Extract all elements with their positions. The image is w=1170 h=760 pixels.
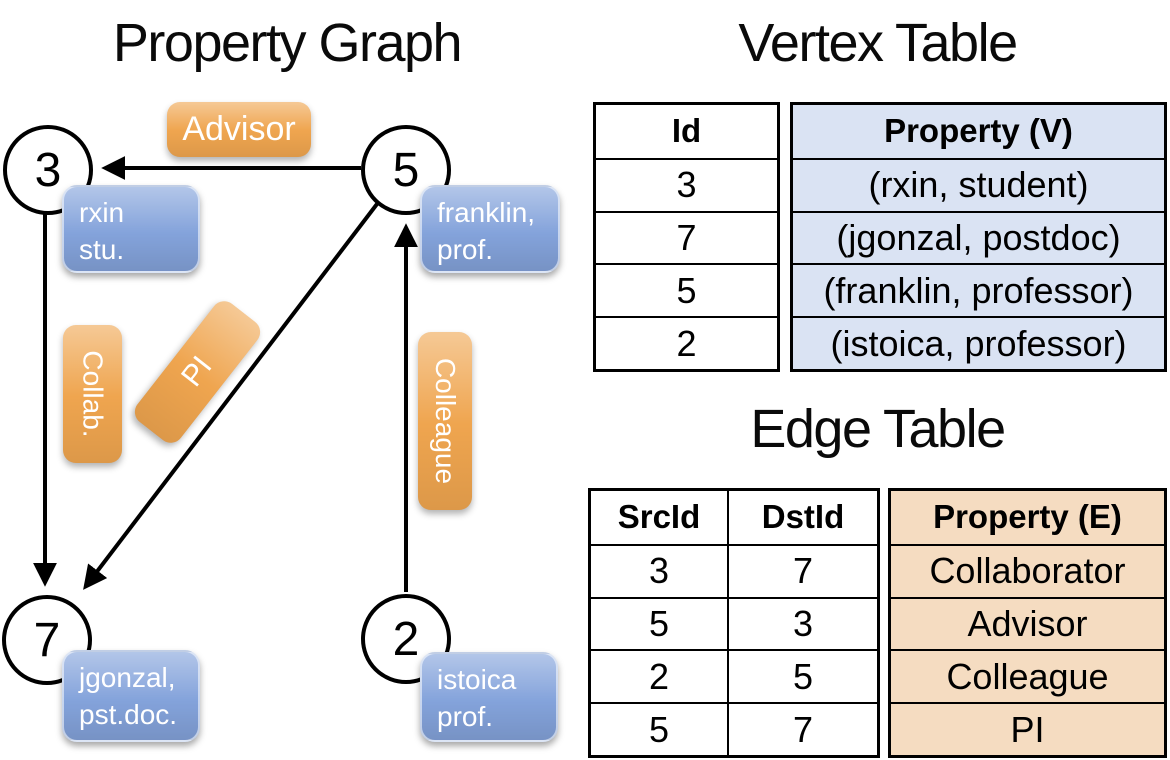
node-id-label: 5 [392, 143, 420, 197]
edge-table-title: Edge Table [750, 399, 1006, 459]
edge-table: SrcId DstId 3 7 5 3 2 5 5 7 Property (E)… [588, 488, 1167, 758]
table-cell: 3 [596, 157, 777, 211]
table-cell: Collaborator [891, 543, 1164, 597]
vertex-label-line: franklin, [437, 197, 536, 228]
edge-table-id-columns: SrcId DstId 3 7 5 3 2 5 5 7 [588, 488, 880, 758]
vertex-label-franklin: franklin, prof. [420, 185, 560, 273]
edge-label-text: PI [175, 350, 219, 394]
table-cell: 2 [591, 649, 727, 702]
vertex-table-header-property: Property (V) [884, 112, 1073, 150]
vertex-label-istoica: istoica prof. [420, 652, 558, 742]
table-cell: 5 [596, 263, 777, 316]
edge-label-collab: Collab. [63, 325, 122, 463]
edge-table-header-src: SrcId [617, 498, 701, 536]
table-cell: 7 [596, 210, 777, 264]
edge-table-header-property: Property (E) [933, 498, 1122, 536]
graph-node-5: 5 [361, 125, 451, 215]
table-cell: 5 [727, 649, 877, 703]
table-cell: 7 [727, 702, 877, 755]
vertex-label-line: pst.doc. [79, 699, 178, 730]
vertex-label-line: prof. [437, 234, 494, 265]
table-cell: (istoica, professor) [793, 316, 1164, 369]
vertex-label-rxin: rxin stu. [62, 185, 200, 273]
edge-label-text: Collab. [77, 350, 109, 438]
node-id-label: 3 [34, 143, 62, 197]
graph-node-7: 7 [2, 595, 92, 685]
table-cell: 3 [591, 543, 727, 597]
vertex-table-property-column: Property (V) (rxin, student) (jgonzal, p… [790, 102, 1167, 372]
table-cell: 5 [591, 596, 727, 650]
graph-node-2: 2 [361, 594, 451, 684]
table-cell: 2 [596, 316, 777, 369]
vertex-table: Id 3 7 5 2 Property (V) (rxin, student) … [593, 102, 1167, 372]
node-id-label: 2 [392, 612, 420, 666]
table-cell: (rxin, student) [793, 157, 1164, 211]
vertex-table-title: Vertex Table [738, 13, 1018, 73]
table-cell: Colleague [891, 649, 1164, 702]
vertex-table-id-column: Id 3 7 5 2 [593, 102, 780, 372]
edge-label-advisor: Advisor [167, 102, 311, 157]
vertex-label-line: istoica [437, 664, 517, 695]
edge-label-text: Advisor [182, 110, 296, 148]
table-cell: 3 [727, 596, 877, 650]
edge-label-text: Colleague [430, 357, 462, 485]
vertex-label-line: jgonzal, [79, 662, 176, 693]
table-cell: 7 [727, 543, 877, 597]
table-cell: 5 [591, 702, 727, 755]
node-id-label: 7 [33, 613, 61, 667]
table-cell: PI [891, 702, 1164, 755]
table-cell: (franklin, professor) [793, 263, 1164, 316]
edge-label-colleague: Colleague [418, 332, 472, 510]
edge-table-header-dst: DstId [727, 491, 877, 544]
graph-node-3: 3 [3, 125, 93, 215]
property-graph-title: Property Graph [112, 13, 463, 73]
table-cell: Advisor [891, 596, 1164, 650]
vertex-table-header-id: Id [671, 112, 702, 150]
vertex-label-line: rxin [79, 197, 125, 228]
vertex-label-jgonzal: jgonzal, pst.doc. [62, 650, 200, 742]
edge-table-property-column: Property (E) Collaborator Advisor Collea… [888, 488, 1167, 758]
edge-label-pi: PI [129, 295, 266, 449]
vertex-label-line: stu. [79, 234, 125, 265]
table-cell: (jgonzal, postdoc) [793, 210, 1164, 264]
vertex-label-line: prof. [437, 701, 494, 732]
